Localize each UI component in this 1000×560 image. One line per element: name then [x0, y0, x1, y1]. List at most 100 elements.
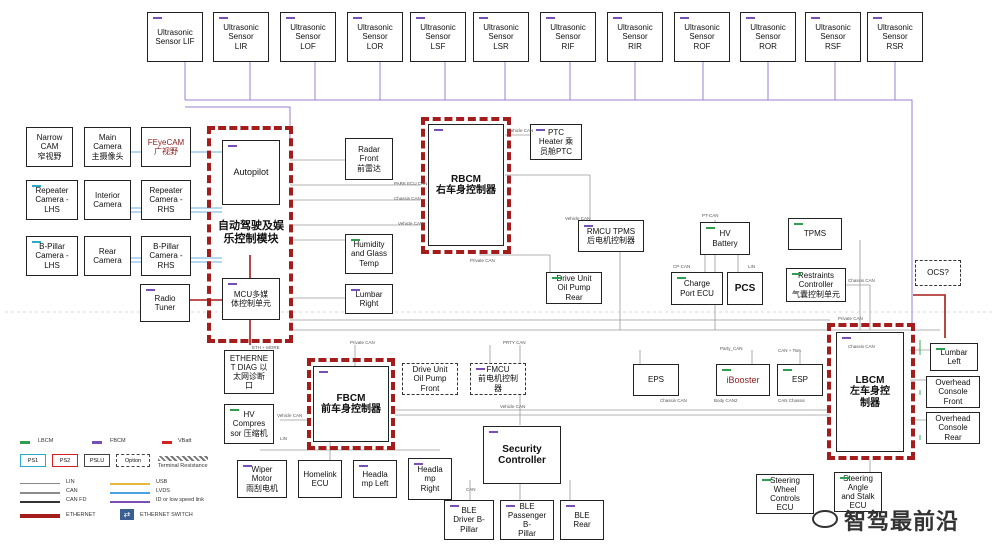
steering-wheel-controls-ecu: Steering Wheel Controls ECU [756, 474, 814, 514]
legend-label-lin: LIN [66, 479, 75, 485]
legend-option: Option [116, 454, 150, 467]
wire-label: CAN + Tsm [778, 348, 801, 353]
wire-label: Vehicle CAN [565, 216, 591, 221]
wiper-motor: Wiper Motor 雨刮电机 [237, 460, 287, 498]
legend-label-ethernet-switch: ETHERNET SWITCH [140, 512, 193, 518]
legend-label-lvds: LVDS [156, 488, 170, 494]
repeater-camera-rhs: Repeater Camera - RHS [141, 180, 191, 220]
wechat-logo-icon [812, 510, 838, 528]
legend-swatch-lbcm [20, 441, 30, 444]
autopilot-infotainment-zone [207, 126, 293, 343]
wire-label: Private CAN [470, 258, 495, 263]
ultrasonic-sensor-lsf: Ultrasonic Sensor LSF [410, 12, 466, 62]
ultrasonic-sensor-rof: Ultrasonic Sensor ROF [674, 12, 730, 62]
wire-label: Vehicle CAN [500, 404, 526, 409]
wire-label: PARK ECU CAN [394, 181, 428, 186]
wire-label: Chassis CAN [848, 278, 875, 283]
rbcm-zone [421, 117, 511, 254]
headlamp-right: Headla mp Right [408, 458, 452, 500]
charge-port-ecu: Charge Port ECU [671, 272, 723, 305]
overhead-console-front: Overhead Console Front [926, 376, 980, 408]
ultrasonic-sensor-lsr: Ultrasonic Sensor LSR [473, 12, 529, 62]
overhead-console-rear: Overhead Console Rear [926, 412, 980, 444]
ultrasonic-sensor-lof: Ultrasonic Sensor LOF [280, 12, 336, 62]
legend-swatch-fbcm [92, 441, 102, 444]
ethernet-switch-icon: ⇄ [120, 509, 134, 520]
restraints-controller: Restraints Controller 气囊控制单元 [786, 268, 846, 302]
wire-label: CAN [466, 487, 476, 492]
ptc-heater: PTC Heater 乘 员舱PTC [530, 124, 582, 160]
legend-label-id-low-speed: ID or low speed link [156, 497, 204, 503]
ble-passenger-b-pillar: BLE Passenger B- Pillar [500, 500, 554, 540]
humidity-glass-temp: Humidity and Glass Temp [345, 234, 393, 274]
narrow-camera: Narrow CAM 窄视野 [26, 127, 73, 167]
lbcm-controller: LBCM 左车身控 制器 [836, 332, 904, 452]
wire-label: Party_CAN [720, 346, 743, 351]
wire-label: Chassis CAN [848, 344, 875, 349]
lumbar-right: Lumbar Right [345, 284, 393, 314]
hv-compressor: HV Compres sor 压缩机 [224, 404, 274, 444]
repeater-camera-lhs: Repeater Camera - LHS [26, 180, 78, 220]
legend-swatch-ethernet [20, 514, 60, 518]
ultrasonic-sensor-lif: Ultrasonic Sensor LIF [147, 12, 203, 62]
legend-swatch-can [20, 492, 60, 494]
legend-label-vbatt: VBatt [178, 438, 192, 444]
ultrasonic-sensor-rif: Ultrasonic Sensor RIF [540, 12, 596, 62]
rbcm-controller: RBCM 右车身控制器 [428, 124, 504, 246]
ibooster: iBooster [716, 364, 770, 396]
eps: EPS [633, 364, 679, 396]
ble-driver-b-pillar: BLE Driver B- Pillar [444, 500, 494, 540]
hv-battery: HV Battery [700, 222, 750, 255]
wire-label: PRTY CAN [503, 340, 526, 345]
infotainment-module-label: 自动驾驶及娱 乐控制模块 [218, 220, 284, 245]
ble-rear: BLE Rear [560, 500, 604, 540]
tpms: TPMS [788, 218, 842, 250]
ultrasonic-sensor-ror: Ultrasonic Sensor ROR [740, 12, 796, 62]
bpillar-camera-lhs: B-Pillar Camera - LHS [26, 236, 78, 276]
legend-label-fbcm: FBCM [110, 438, 126, 444]
radio-tuner: Radio Tuner [140, 284, 190, 322]
fbcm-zone [307, 358, 395, 450]
legend-swatch-terminal-resistance [158, 456, 208, 461]
feye-camera: FEyeCAM 广视野 [141, 127, 191, 167]
interior-camera: Interior Camera [84, 180, 131, 220]
wire-label: LIN [748, 264, 756, 269]
rear-camera: Rear Camera [84, 236, 131, 276]
rmcu-tpms: RMCU TPMS 后电机控制器 [578, 220, 644, 252]
lbcm-zone [827, 323, 915, 460]
legend-swatch-lin [20, 483, 60, 484]
headlamp-left: Headla mp Left [353, 460, 397, 498]
drive-unit-oil-pump-front: Drive Unit Oil Pump Front [402, 363, 458, 395]
ethernet-diag-port: ETHERNE T DIAG 以 太网诊断 口 [224, 350, 274, 394]
main-camera: Main Camera 主摄像头 [84, 127, 131, 167]
wire-label: Body CAN2 [714, 398, 738, 403]
legend-swatch-can-fd [20, 501, 60, 503]
ultrasonic-sensor-lor: Ultrasonic Sensor LOR [347, 12, 403, 62]
mcu-multimedia-unit: MCU多媒 体控制单元 [222, 278, 280, 320]
legend-label-can: CAN [66, 488, 78, 494]
wire-label: CAN Chassis [778, 398, 805, 403]
wire-label: Private CAN [350, 340, 375, 345]
security-controller: Security Controller [483, 426, 561, 484]
pcs: PCS [727, 272, 763, 305]
legend-label-usb: USB [156, 479, 168, 485]
ultrasonic-sensor-rsf: Ultrasonic Sensor RSF [805, 12, 861, 62]
ultrasonic-sensor-lir: Ultrasonic Sensor LIR [213, 12, 269, 62]
wire-label: CP-CAN [673, 264, 691, 269]
legend-label-ethernet: ETHERNET [66, 512, 96, 518]
watermark-text: 智驾最前沿 [844, 509, 960, 534]
legend-swatch-vbatt [162, 441, 172, 444]
legend-label-terminal-resistance: Terminal Resistance [158, 463, 208, 469]
legend-swatch-lvds [110, 492, 150, 494]
lumbar-left: Lumbar Left [930, 343, 978, 371]
wire-label: PT-CAN [702, 213, 719, 218]
wire-label: Vehicle CAN [277, 413, 303, 418]
drive-unit-oil-pump-rear: Drive Unit Oil Pump Rear [546, 272, 602, 304]
legend-ps2: PS2 [52, 454, 78, 467]
radar-front: Radar Front 前雷达 [345, 138, 393, 180]
wire-label: ETH + MORE [252, 345, 280, 350]
legend-label-can-fd: CAN FD [66, 497, 87, 503]
wire-label: Chassis CAN [660, 398, 687, 403]
wire-label: Vehicle CAN [398, 221, 424, 226]
